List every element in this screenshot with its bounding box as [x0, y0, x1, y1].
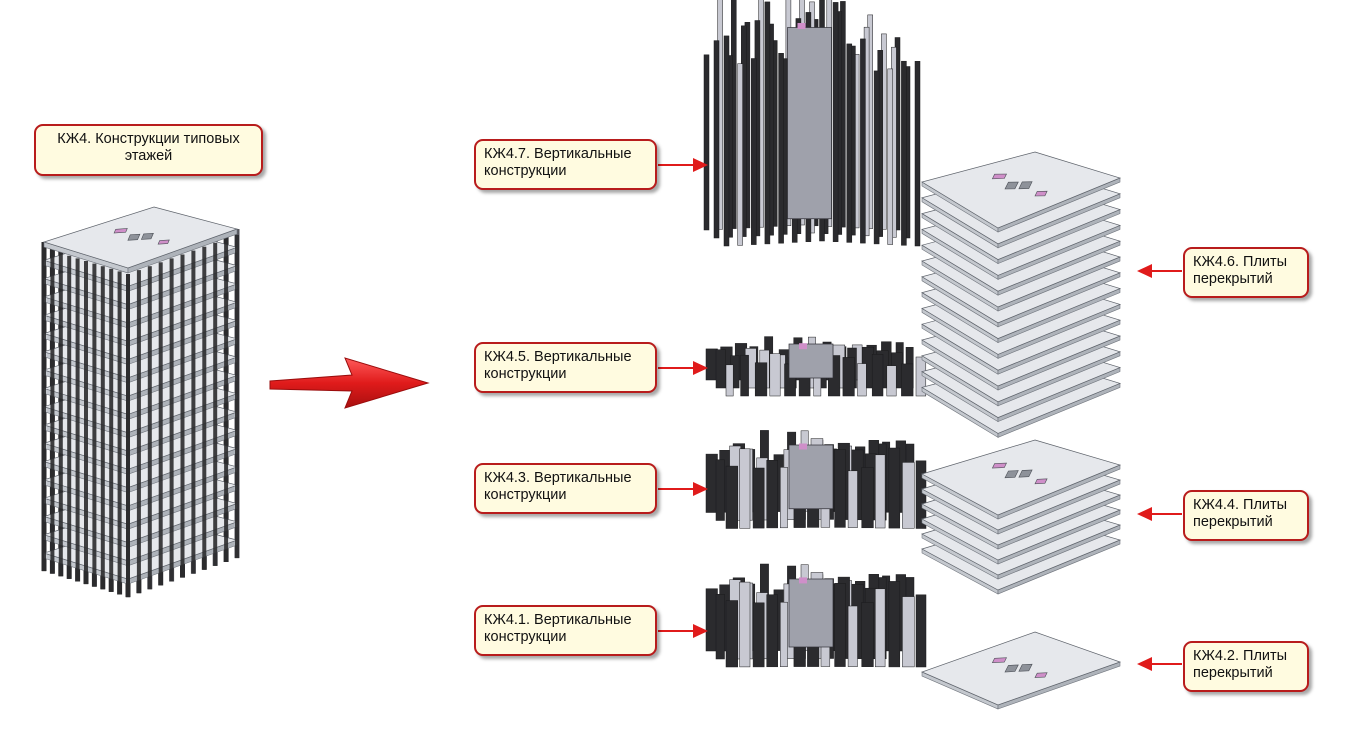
- wall-panel: [860, 38, 866, 244]
- arrow-to-v41: [658, 624, 708, 638]
- wall-panel: [857, 363, 867, 397]
- wall-panel: [737, 63, 743, 246]
- wall-panel: [887, 68, 893, 245]
- arrow-to-p42: [1137, 657, 1182, 671]
- wall-panel: [902, 462, 915, 529]
- vertical-structures-kzh4-5: [705, 336, 927, 397]
- wall-panel: [778, 53, 784, 244]
- wall-panel: [834, 449, 846, 528]
- wall-panel: [754, 362, 768, 397]
- floor-slab: [921, 151, 1122, 233]
- wall-panel: [901, 60, 907, 246]
- label-kzh4-5-vertical: КЖ4.5. Вертикальные конструкции: [474, 342, 657, 393]
- wall-panel: [846, 43, 853, 243]
- wall-panel: [847, 605, 858, 667]
- wall-panel: [723, 35, 730, 247]
- wall-panel: [725, 465, 738, 529]
- wall-panel: [739, 581, 751, 668]
- label-kzh4-3-vertical: КЖ4.3. Вертикальные конструкции: [474, 463, 657, 514]
- wall-panel: [847, 470, 858, 528]
- core-marker: [799, 443, 807, 450]
- label-kzh4-6-slabs: КЖ4.6. Плиты перекрытий: [1183, 247, 1309, 298]
- wall-panel: [780, 601, 788, 667]
- label-kzh4-7-vertical: КЖ4.7. Вертикальные конструкции: [474, 139, 657, 190]
- wall-panel: [752, 602, 765, 668]
- arrow-to-v47: [658, 158, 708, 172]
- wall-panel: [888, 581, 901, 668]
- core-marker: [799, 577, 807, 584]
- vertical-structures-kzh4-1: [705, 563, 927, 668]
- label-kzh4-1-vertical: КЖ4.1. Вертикальные конструкции: [474, 605, 657, 656]
- arrow-to-v45: [658, 361, 708, 375]
- wall-panel: [715, 349, 726, 389]
- arrow-to-v43: [658, 482, 708, 496]
- vertical-structures-kzh4-3: [705, 430, 927, 529]
- wall-panel: [715, 459, 725, 521]
- wall-panel: [888, 447, 901, 529]
- label-kzh4-typical-floors: КЖ4. Конструкции типовых этажей: [34, 124, 263, 176]
- building-model-kzh4: [41, 206, 240, 598]
- wall-panel: [886, 365, 897, 397]
- wall-panel: [901, 363, 914, 397]
- wall-panel: [769, 353, 781, 397]
- wall-panel: [751, 58, 757, 245]
- building-front-piers: [42, 235, 239, 598]
- arrow-to-p44: [1137, 507, 1182, 521]
- vertical-structures-kzh4-7: [703, 0, 921, 247]
- wall-panel: [713, 40, 720, 239]
- wall-panel: [842, 357, 855, 397]
- core-wall: [787, 27, 832, 220]
- wall-panel: [832, 2, 839, 242]
- wall-panel: [739, 448, 751, 529]
- floor-slabs-kzh4-6: [921, 151, 1122, 438]
- wall-panel: [740, 354, 749, 397]
- wall-panel: [861, 467, 874, 529]
- wall-panel: [875, 588, 886, 668]
- core-wall: [788, 444, 834, 510]
- wall-panel: [715, 594, 725, 660]
- core-marker: [797, 23, 806, 29]
- core-wall: [788, 343, 834, 379]
- label-kzh4-2-slabs: КЖ4.2. Плиты перекрытий: [1183, 641, 1309, 692]
- wall-panel: [725, 364, 734, 397]
- wall-panel: [764, 1, 771, 245]
- wall-panel: [834, 583, 846, 667]
- core-marker: [799, 343, 807, 350]
- floor-slab: [921, 631, 1122, 710]
- floor-slab: [921, 439, 1122, 520]
- floor-slabs-kzh4-2: [921, 631, 1122, 710]
- wall-panel: [914, 61, 921, 247]
- building-floor-slab: [42, 206, 239, 274]
- label-kzh4-4-slabs: КЖ4.4. Плиты перекрытий: [1183, 490, 1309, 541]
- wall-panel: [703, 54, 710, 231]
- wall-panel: [766, 460, 778, 529]
- main-arrow: [269, 357, 430, 409]
- floor-slabs-kzh4-4: [921, 439, 1122, 595]
- wall-panel: [725, 600, 738, 668]
- wall-panel: [780, 467, 788, 529]
- wall-panel: [902, 596, 915, 668]
- wall-panel: [861, 602, 874, 667]
- wall-panel: [873, 70, 880, 245]
- arrow-to-p46: [1137, 264, 1182, 278]
- core-wall: [788, 578, 834, 648]
- wall-panel: [752, 467, 765, 529]
- wall-panel: [766, 594, 778, 668]
- wall-panel: [915, 594, 927, 668]
- wall-panel: [871, 354, 884, 397]
- wall-panel: [875, 454, 886, 529]
